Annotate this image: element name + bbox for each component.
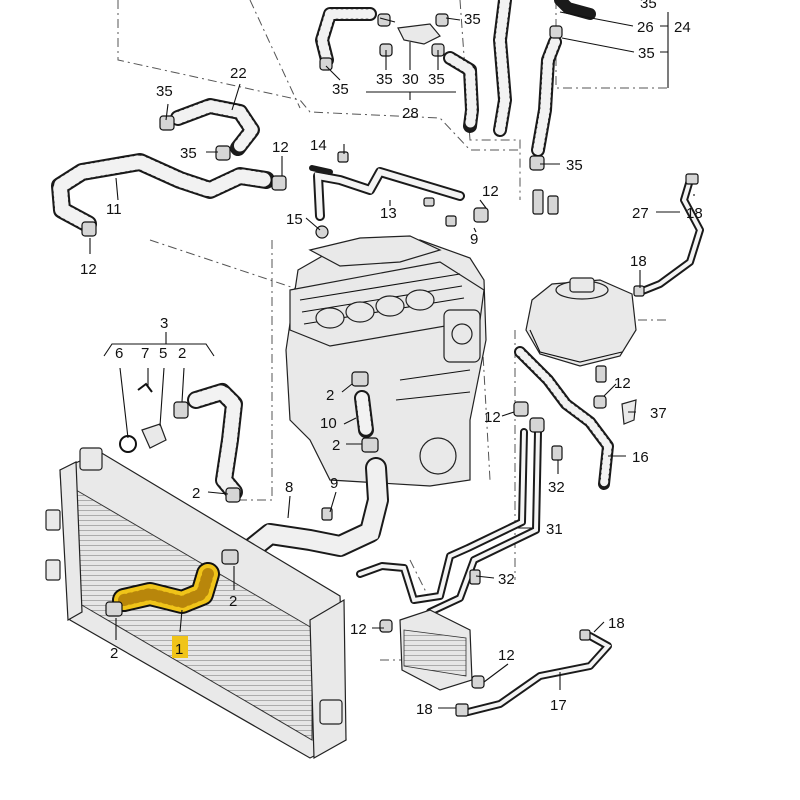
engine-block	[285, 235, 487, 487]
hose-10	[351, 371, 379, 453]
label-32: 32	[498, 571, 515, 588]
label-11: 11	[106, 201, 122, 218]
label-2: 2	[229, 593, 237, 610]
part-number-labels: 35 26 24 35 35 35 35 30 35 28 35 22 35 3…	[80, 0, 703, 718]
label-9: 9	[330, 475, 338, 492]
label-35: 35	[640, 0, 657, 12]
label-30: 30	[402, 71, 419, 88]
label-22: 22	[230, 65, 247, 82]
label-18: 18	[630, 253, 647, 270]
label-35: 35	[464, 11, 481, 28]
label-8: 8	[285, 479, 293, 496]
label-7: 7	[141, 345, 149, 362]
label-27: 27	[632, 205, 649, 222]
thermostat-group	[103, 332, 243, 503]
hose-27	[633, 173, 704, 297]
label-12: 12	[80, 261, 97, 278]
label-13: 13	[380, 205, 397, 222]
label-1: 1	[175, 641, 183, 658]
label-2: 2	[326, 387, 334, 404]
label-2: 2	[192, 485, 200, 502]
label-32: 32	[548, 479, 565, 496]
label-12: 12	[498, 647, 515, 664]
label-35: 35	[332, 81, 349, 98]
label-12: 12	[484, 409, 501, 426]
oil-cooler	[379, 609, 485, 691]
label-37: 37	[650, 405, 667, 422]
label-24: 24	[674, 19, 691, 36]
label-16: 16	[632, 449, 649, 466]
label-12: 12	[614, 375, 631, 392]
label-28: 28	[402, 105, 419, 122]
label-35: 35	[376, 71, 393, 88]
label-18: 18	[416, 701, 433, 718]
label-17: 17	[550, 697, 567, 714]
hose-17	[455, 629, 612, 717]
label-18: 18	[608, 615, 625, 632]
leader-lines	[89, 11, 695, 709]
label-10: 10	[320, 415, 337, 432]
hose-11	[51, 153, 287, 237]
label-35: 35	[428, 71, 445, 88]
label-14: 14	[310, 137, 327, 154]
label-3: 3	[160, 315, 168, 332]
label-15: 15	[286, 211, 303, 228]
label-18: 18	[686, 205, 703, 222]
label-5: 5	[159, 345, 167, 362]
expansion-tank	[525, 277, 637, 383]
pipe-8	[239, 457, 389, 561]
hose-1-highlighted	[105, 549, 239, 658]
label-26: 26	[637, 19, 654, 36]
pipe-31	[356, 401, 563, 616]
label-35: 35	[566, 157, 583, 174]
label-2: 2	[110, 645, 118, 662]
label-12: 12	[482, 183, 499, 200]
label-2: 2	[178, 345, 186, 362]
label-12: 12	[350, 621, 367, 638]
label-35: 35	[156, 83, 173, 100]
label-12: 12	[272, 139, 289, 156]
label-6: 6	[115, 345, 123, 362]
pipe-13	[309, 151, 489, 239]
label-31: 31	[546, 521, 563, 538]
upper-hose-group	[315, 0, 596, 215]
label-2: 2	[332, 437, 340, 454]
hose-22	[159, 98, 260, 161]
label-9: 9	[470, 231, 478, 248]
label-35: 35	[638, 45, 655, 62]
label-35: 35	[180, 145, 197, 162]
